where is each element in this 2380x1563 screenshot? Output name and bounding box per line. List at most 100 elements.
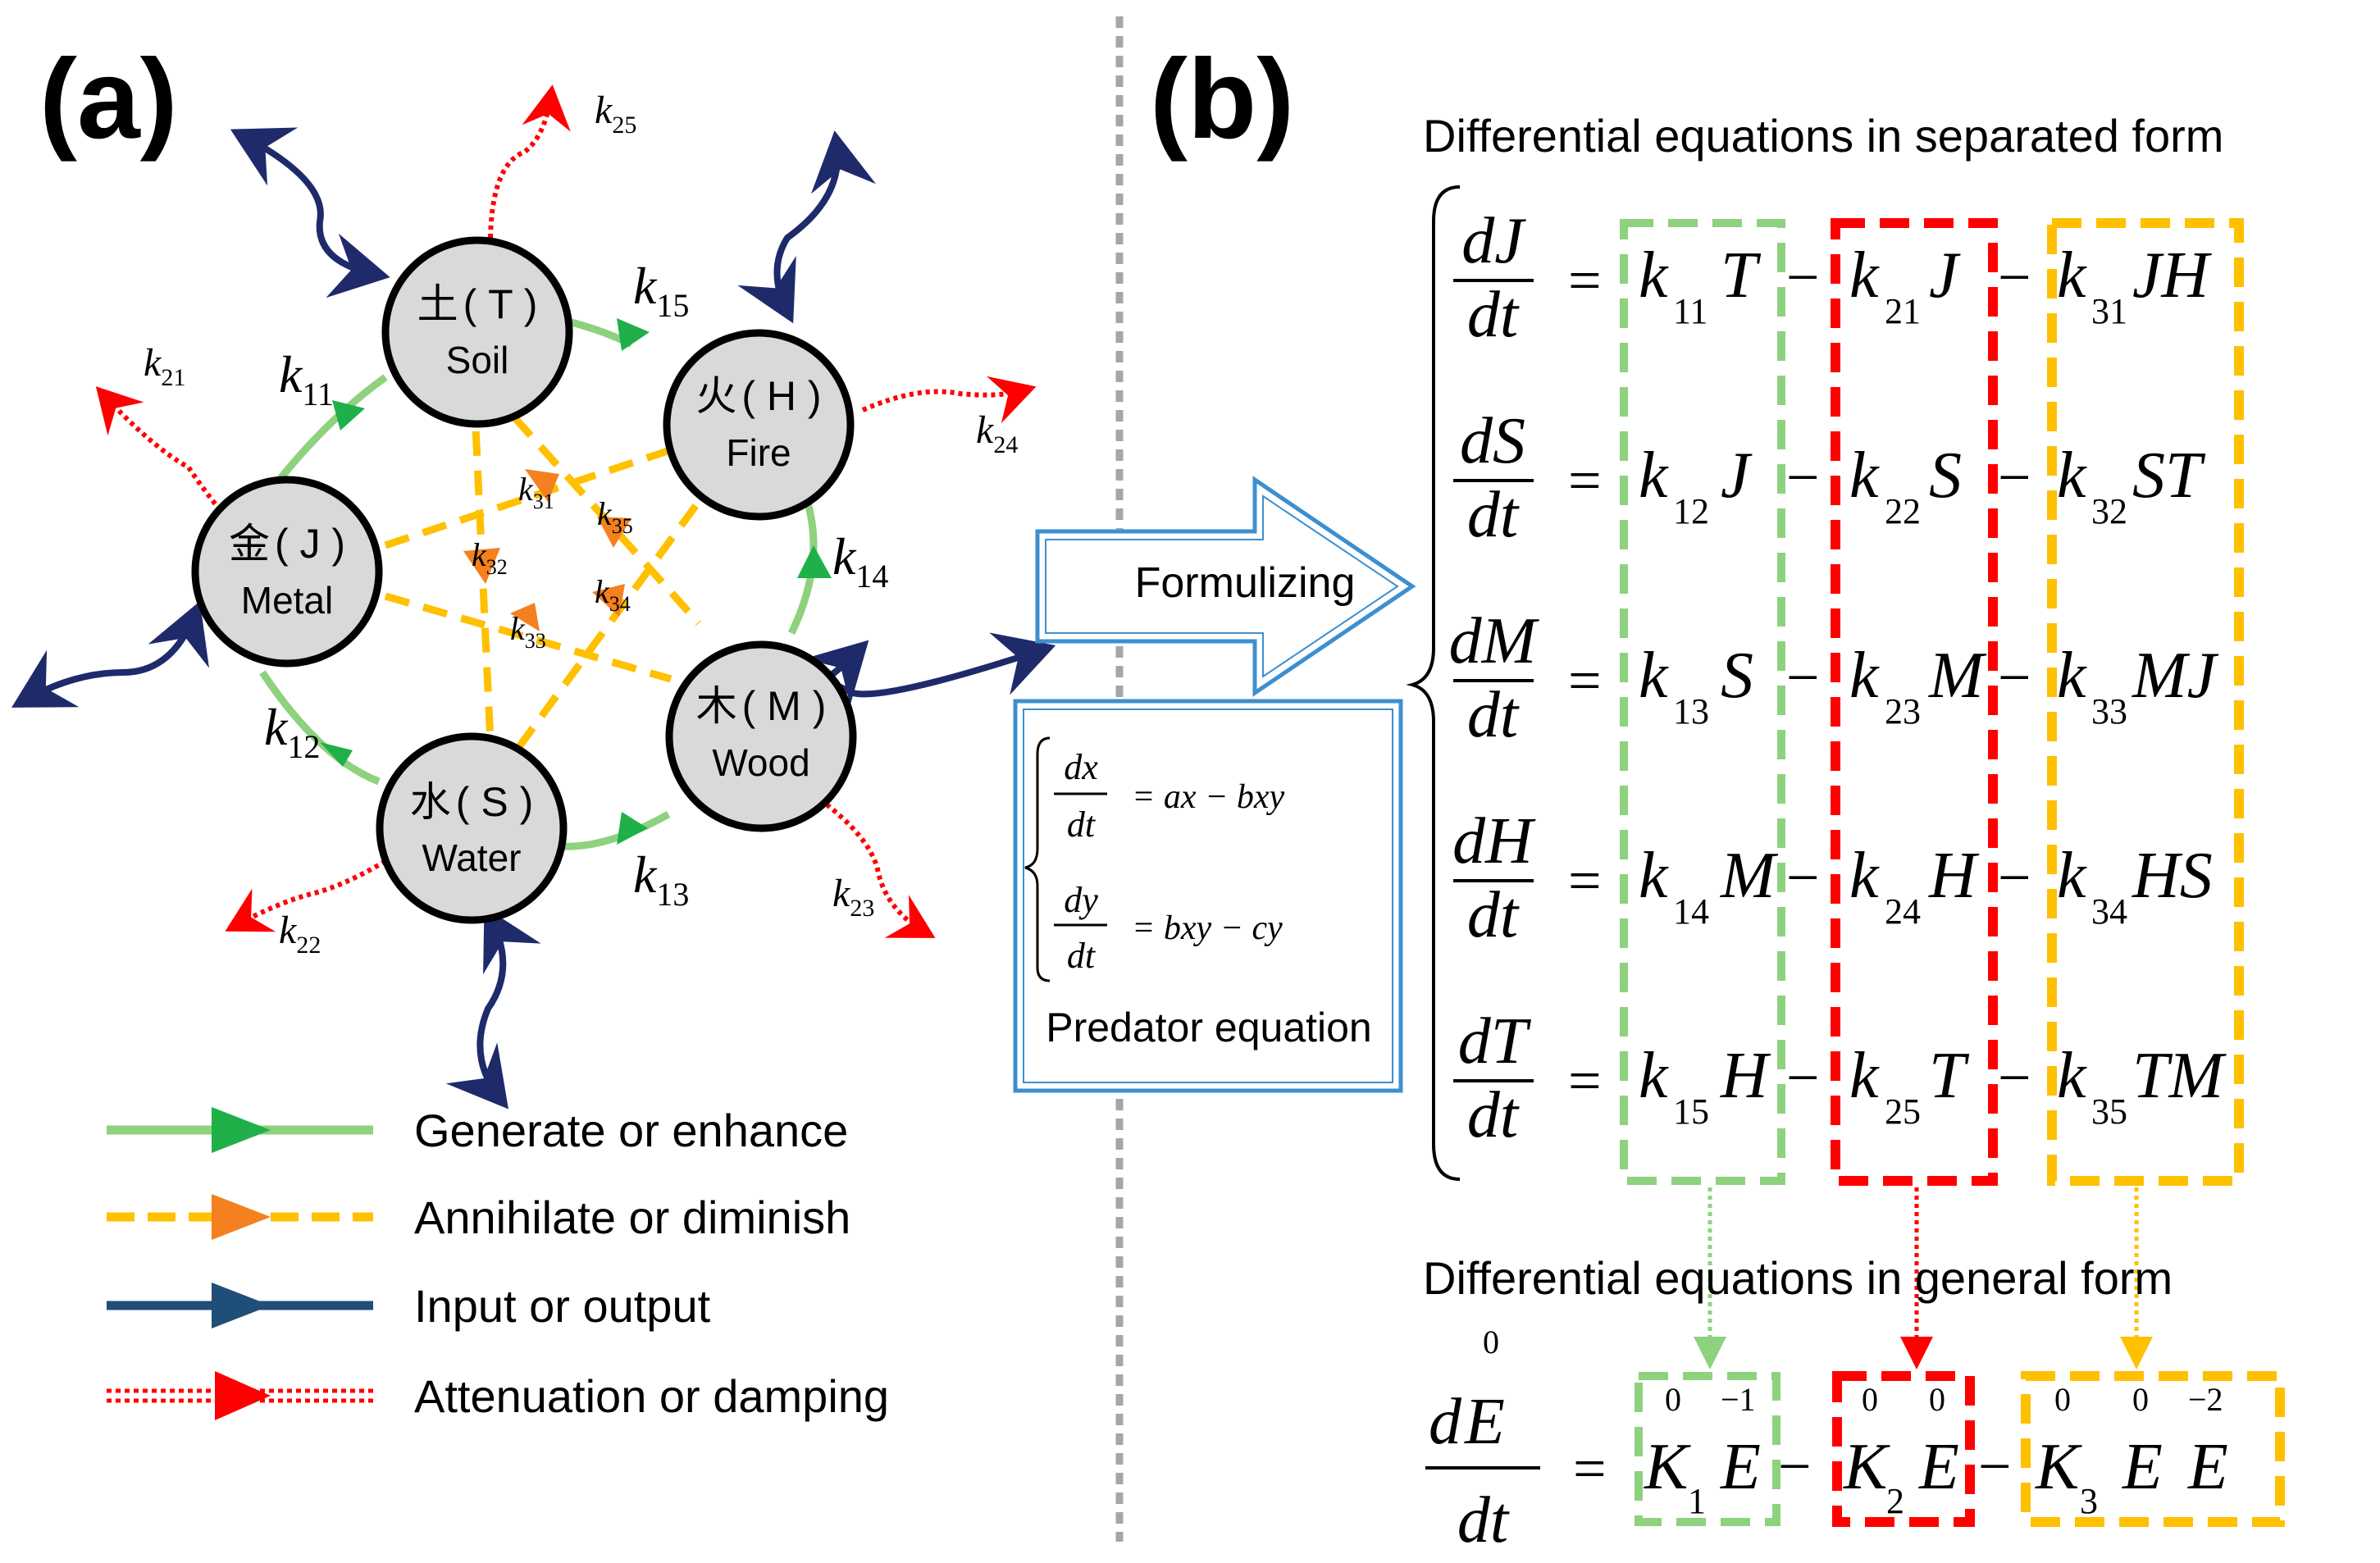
arrowhead-k13 [617,812,648,845]
legend-label-input-output: Input or output [414,1280,711,1332]
damping-arrow-metal [95,386,228,518]
eq-1-t3-k: k [2057,440,2087,512]
eq-4-t2-var: T [1929,1040,1970,1112]
eq-3-t2-k: k [1849,840,1880,912]
damping-arrow-wood [818,797,936,938]
eq-1-denominator: dt [1467,479,1520,551]
rate-label-k35: k35 [597,495,633,538]
attenuation-terms-box [1831,218,1998,1186]
eq-1-t3-var: ST [2132,440,2206,512]
arrowhead-k31 [525,469,559,502]
node-soil: 土( T ) Soil [381,236,573,428]
eq-3-equals: = [1568,848,1602,914]
eq-4-t2-k: k [1849,1040,1880,1112]
eq-2-minus-1: − [1786,645,1820,710]
eq-1-t3-sub: 32 [2091,491,2127,531]
general-num-sup: 0 [1483,1324,1499,1360]
node-metal-name: Metal [241,579,333,622]
generate-edge-metal-soil [271,374,388,488]
eq-3-t1-k: k [1639,840,1669,912]
node-wood-name: Wood [712,741,809,784]
eq-0-t2-sub: 21 [1885,291,1921,331]
eq-1-t2-k: k [1849,440,1880,512]
rate-label-k13: k13 [633,845,689,913]
eq-2-t2-sub: 23 [1885,691,1921,731]
general-E3b-sup: −2 [2188,1381,2223,1418]
eq-3-t2-sub: 24 [1885,891,1921,932]
legend-label-annihilate: Annihilate or diminish [414,1192,850,1243]
general-equals: = [1573,1436,1607,1501]
eq-4-t3-sub: 35 [2091,1091,2127,1132]
eq-2-t3-sub: 33 [2091,691,2127,731]
eq-4-numerator: dT [1458,1005,1532,1078]
general-E3b: E [2187,1431,2228,1503]
general-num-E: E [1464,1386,1505,1458]
eq-2-t2-k: k [1849,640,1880,712]
separated-form-title: Differential equations in separated form [1423,110,2223,162]
eq-2-equals: = [1568,648,1602,713]
general-E1-sup: −1 [1721,1381,1756,1418]
arrowhead-k32 [463,548,500,584]
general-E2: E [1918,1431,1959,1503]
eq-3-t2-var: H [1928,840,1980,912]
general-minus-1: − [1778,1433,1812,1499]
eq-4-minus-2: − [1998,1045,2031,1110]
node-fire-title: 火( H ) [695,373,821,419]
legend-label-attenuation: Attenuation or damping [414,1370,889,1422]
eq-0-t3-var: JH [2132,239,2213,312]
general-K3-sup: 0 [2054,1381,2071,1418]
generate-terms-box [1620,219,1785,1185]
general-K1-sub: 1 [1688,1481,1706,1521]
eq-0-t1-k: k [1639,239,1669,312]
rate-label-k15: k15 [633,257,689,324]
eq-3-t3-sub: 34 [2091,891,2127,932]
general-K3: K [2035,1431,2082,1503]
rate-label-k12: k12 [264,698,320,765]
legend-label-generate: Generate or enhance [414,1105,848,1156]
eq-0-minus-2: − [1998,244,2031,310]
eq-4-t3-var: TM [2132,1040,2227,1112]
predator-eq2-den: dt [1067,936,1097,976]
general-K1: K [1644,1431,1691,1503]
annihilate-edge-soil-wood [485,385,702,627]
rate-label-k23: k23 [832,872,874,922]
eq-0-t2-var: J [1929,239,1961,312]
eq-3-denominator: dt [1467,879,1520,951]
predator-eq1-den: dt [1067,804,1097,845]
rate-label-k32: k32 [472,536,508,579]
eq-1-minus-2: − [1998,444,2031,510]
general-E3a: E [2122,1431,2163,1503]
predator-eq1-rhs: = ax − bxy [1132,778,1284,816]
arrowhead-k12 [320,742,353,767]
eq-3-numerator: dH [1452,805,1536,877]
legend: Generate or enhance Annihilate or dimini… [107,1105,889,1422]
predator-eq2-rhs: = bxy − cy [1132,909,1283,947]
formulizing-arrow: Formulizing [1035,476,1416,697]
eq-3-minus-2: − [1998,845,2031,910]
eq-4-minus-1: − [1786,1045,1820,1110]
rate-label-k33: k33 [510,610,546,653]
damping-arrow-soil [488,84,571,239]
annihilate-edge-water-fire [515,488,710,750]
annihilate-terms-box [2047,218,2244,1186]
arrowhead-k34 [592,584,625,617]
node-wood: 木( M ) Wood [665,640,857,832]
eq-4-t2-sub: 25 [1885,1091,1921,1132]
io-arrow-soil [230,127,390,298]
node-wood-title: 木( M ) [696,683,827,729]
rate-label-k22: k22 [279,909,321,959]
general-K1-sup: 0 [1665,1381,1681,1418]
node-water-title: 水( S ) [410,779,533,825]
predator-equation-box: dx dt = ax − bxy dy dt = bxy − cy Predat… [1013,699,1403,1093]
eq-2-denominator: dt [1467,679,1520,751]
general-E3a-sup: 0 [2132,1381,2149,1418]
node-soil-title: 土( T ) [417,281,538,327]
eq-0-t1-var: T [1721,239,1762,312]
rate-label-k11: k11 [279,345,334,412]
general-form-title: Differential equations in general form [1423,1252,2173,1304]
predator-eq1-num: dx [1064,747,1098,787]
eq-2-t1-var: S [1721,640,1753,712]
io-arrow-wood [804,632,1056,705]
eq-1-t2-var: S [1929,440,1962,512]
